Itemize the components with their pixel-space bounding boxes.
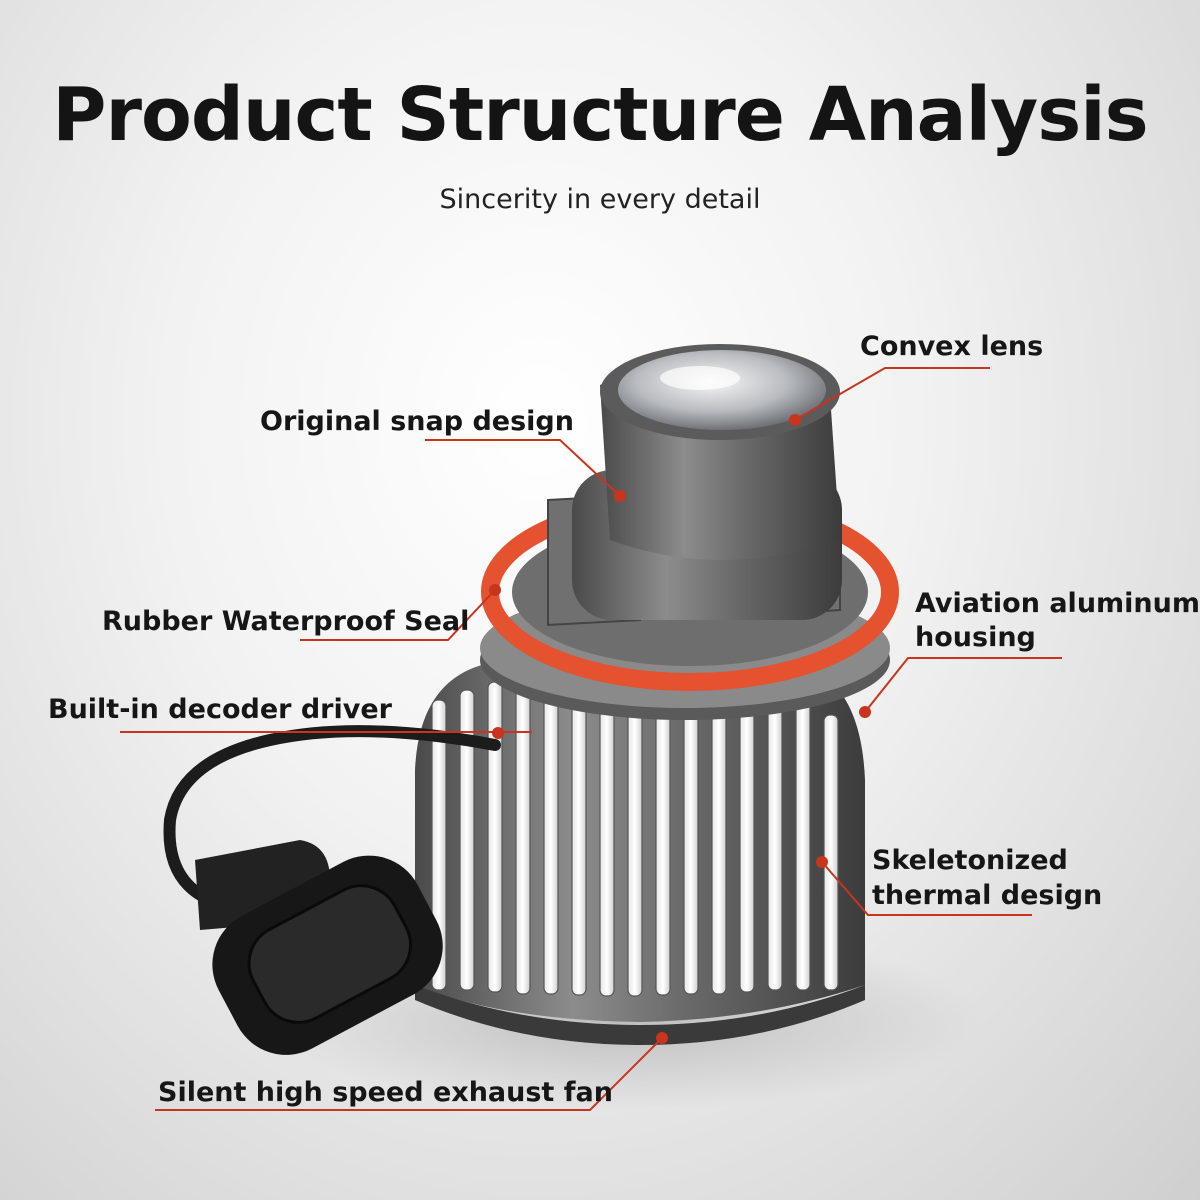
leader-convex-lens [794, 367, 990, 421]
heatsink-body [415, 660, 865, 1045]
page-title: Product Structure Analysis [52, 72, 1148, 158]
callout-convex-lens: Convex lens [860, 331, 1044, 362]
leader-exhaust-fan [155, 1037, 663, 1111]
leader-thermal-design [821, 861, 1032, 916]
callout-thermal-line1: Skeletonized [872, 845, 1068, 876]
lens-barrel [600, 344, 840, 560]
page-subtitle: Sincerity in every detail [439, 184, 761, 215]
callout-aluminum-line2: housing [915, 622, 1036, 653]
callout-exhaust-fan: Silent high speed exhaust fan [158, 1077, 613, 1108]
leader-snap-design [425, 439, 621, 497]
callout-aluminum-line1: Aviation aluminum [915, 588, 1200, 619]
leader-rubber-seal [300, 589, 496, 641]
leader-aluminum-housing [864, 657, 1062, 713]
callout-rubber-seal: Rubber Waterproof Seal [102, 606, 470, 637]
leader-lines [120, 367, 1062, 1111]
connector-plug [195, 840, 443, 1055]
callout-snap-design: Original snap design [260, 406, 574, 437]
callout-thermal-line2: thermal design [872, 880, 1103, 911]
callout-decoder-driver: Built-in decoder driver [48, 694, 392, 725]
